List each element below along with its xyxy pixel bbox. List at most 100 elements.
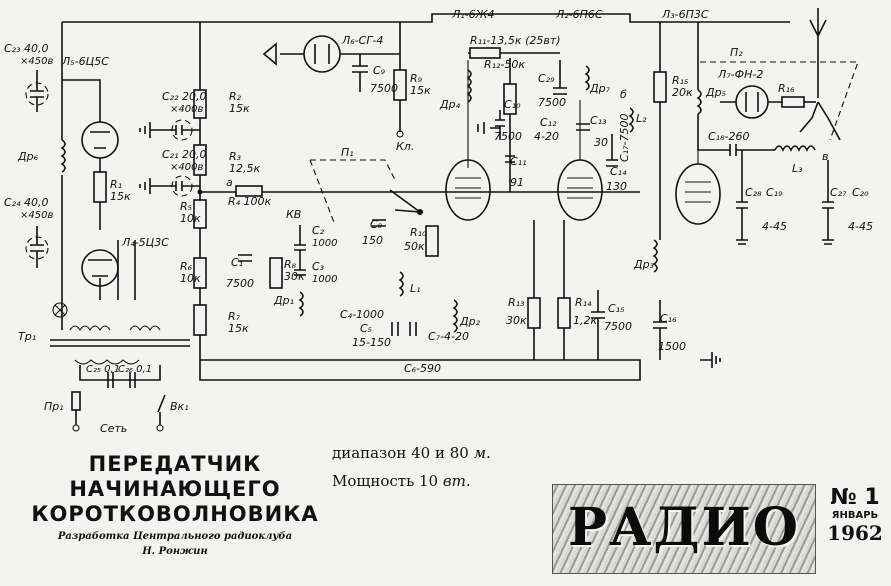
transformer-tr1	[50, 339, 190, 347]
r10-label: R₁₀	[410, 226, 427, 239]
r14-value: 1,2к	[573, 314, 597, 327]
issue-number: № 1	[830, 485, 880, 510]
magazine-logo: РАДИО	[552, 484, 816, 574]
c15-value: 7500	[604, 320, 632, 333]
c9-value: 7500	[370, 82, 398, 95]
spec-range-label: диапазон	[332, 444, 407, 462]
dr4-label: Др₄	[439, 98, 461, 111]
resistor-r3	[193, 144, 207, 176]
resistor-r6	[193, 257, 207, 289]
c18-label: C₁₈-260	[708, 130, 749, 143]
resistor-r10	[425, 225, 439, 257]
c15-label: C₁₅	[608, 302, 625, 315]
tube-l6	[303, 35, 341, 73]
c3-value: 1000	[312, 274, 337, 285]
l6-label: Л₆-СГ-4	[341, 34, 383, 47]
c24-voltage: ×450в	[20, 210, 53, 221]
l7-label: Л₇-ФН-2	[717, 68, 763, 81]
choke-dr5	[696, 89, 702, 115]
spec-range-unit: м.	[473, 444, 491, 462]
c12-value: 4-20	[534, 130, 559, 143]
vk1-label: Вк₁	[170, 400, 189, 413]
dr1-label: Др₁	[273, 294, 294, 307]
resistor-r2	[193, 89, 207, 119]
r11-label: R₁₁-13,5к (25вт)	[470, 34, 561, 47]
r1-label: R₁	[110, 178, 122, 191]
choke-dr4	[466, 69, 472, 103]
antenna-icon	[809, 8, 827, 98]
node-b-label: б	[620, 88, 627, 101]
c25-label: C₂₅ 0,1	[86, 364, 120, 375]
l3-label: Л₃-6П3С	[661, 8, 709, 21]
transmitter-schematic: Др₆ C₂₃ 40,0 ×450в C₂₄ 40,0 ×450в Л₅-6Ц5…	[4, 8, 873, 435]
resistor-r15	[653, 71, 667, 103]
c1-label: C₁	[231, 256, 243, 269]
resistor-r7	[193, 304, 207, 336]
choke-dr7	[584, 65, 590, 91]
c20-value: 4-45	[848, 220, 873, 233]
tube-l3	[675, 163, 721, 225]
r2-label: R₂	[229, 90, 242, 103]
spec-range: диапазон 40 и 80 м.	[332, 444, 491, 462]
c29-label: C₂₉	[538, 72, 555, 85]
c11-value: 91	[510, 176, 524, 189]
c10-label: C₁₀	[504, 98, 521, 111]
p1-label: П₁	[341, 146, 354, 159]
c5-label: C₅	[360, 322, 372, 335]
capacitor-c8	[372, 219, 386, 227]
c16-value: 1500	[658, 340, 686, 353]
r10-value: 50к	[404, 240, 425, 253]
coil-l1	[398, 271, 404, 297]
spec-power: Мощность 10 вт.	[332, 472, 471, 490]
coil-l3	[774, 145, 816, 152]
dr2-label: Др₂	[459, 315, 481, 328]
r13-label: R₁₃	[508, 296, 525, 309]
tube-l7	[735, 85, 769, 119]
title-line-2: НАЧИНАЮЩЕГО	[69, 477, 281, 501]
resistor-r4	[235, 185, 263, 197]
dr5-label: Др₅	[705, 86, 726, 99]
choke-dr2	[452, 299, 458, 333]
r16-label: R₁₆	[778, 82, 795, 95]
fuse-pr1	[71, 391, 81, 411]
c26-label: C₂₆ 0,1	[118, 364, 152, 375]
issue-block: № 1 ЯНВАРЬ 1962	[822, 485, 888, 546]
resistor-r1	[93, 171, 107, 203]
c13-value: 30	[594, 136, 608, 149]
c22-label: C₂₂ 20,0	[162, 90, 207, 103]
coil-l2-label: L₂	[636, 112, 647, 125]
resistor-r14	[557, 297, 571, 329]
r5-label: R₅	[180, 200, 192, 213]
choke-dr3	[652, 239, 658, 273]
choke-dr1	[298, 291, 304, 317]
spec-power-value: 10	[419, 472, 439, 490]
resistor-r16	[781, 96, 805, 108]
l5-label: Л₅-6Ц5С	[61, 55, 109, 68]
r6-value: 10к	[180, 272, 201, 285]
r9-label: R₉	[410, 72, 423, 85]
c16-label: C₁₆	[660, 312, 677, 325]
tr1-label: Тр₁	[18, 330, 36, 343]
key-label: Кл.	[396, 140, 414, 153]
resistor-r13	[527, 297, 541, 329]
article-title-block: ПЕРЕДАТЧИК НАЧИНАЮЩЕГО КОРОТКОВОЛНОВИКА …	[10, 452, 340, 557]
kv-label: КВ	[286, 208, 301, 221]
c12-label: C₁₂	[540, 116, 557, 129]
r13-value: 30к	[506, 314, 527, 327]
r1-value: 15к	[110, 190, 131, 203]
l4-label: Л₄-5Ц3С	[121, 236, 169, 249]
c14-label: C₁₄	[610, 165, 627, 178]
c19-label: C₁₉	[766, 186, 783, 199]
c9-label: C₉	[373, 64, 386, 77]
c8-label: C₈	[370, 218, 383, 231]
r3-label: R₃	[229, 150, 242, 163]
magazine-name: РАДИО	[567, 497, 801, 558]
pr1-label: Пр₁	[44, 400, 64, 413]
resistor-r5	[193, 199, 207, 229]
spec-range-value: 40 и 80	[411, 444, 469, 462]
choke-dr6	[60, 139, 66, 173]
c5-value: 15-150	[352, 336, 391, 349]
dr3-label: Др₃	[633, 258, 655, 271]
c10-value: 7500	[494, 130, 522, 143]
c17-label: C₁₇-7500	[618, 114, 631, 162]
